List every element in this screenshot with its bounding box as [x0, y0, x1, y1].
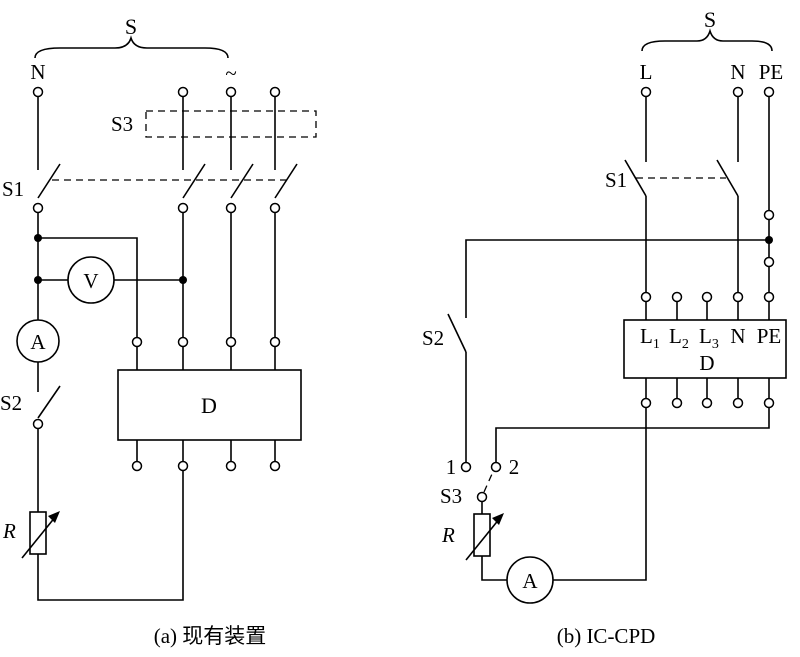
resistor-arrow-shaft [21, 515, 57, 559]
s3-label-b: S3 [440, 484, 462, 508]
s1-blade-n-b [716, 159, 739, 197]
panel-a: S N ~ S3 S1 V [0, 14, 317, 648]
device-a-bottom-terminal-4 [269, 460, 281, 472]
source-label-b: S [704, 7, 716, 32]
device-b-top-n [732, 291, 744, 303]
s2-blade-b [447, 313, 467, 353]
ammeter-label-b: A [522, 569, 538, 593]
pe-terminal-1 [763, 209, 775, 221]
terminal-l-top [640, 86, 652, 98]
caption-a: (a) 现有装置 [154, 624, 267, 648]
resistor-label-b: R [441, 523, 455, 547]
s3-contact-1 [460, 461, 472, 473]
pe-label: PE [759, 60, 784, 84]
resistor-label: R [2, 519, 16, 543]
wire-resistor-return [37, 471, 184, 601]
device-b-l3: L3 [699, 324, 719, 352]
n-label-b: N [730, 60, 745, 84]
s1-terminal-p1 [177, 202, 189, 214]
s2-label-b: S2 [422, 326, 444, 350]
neutral-label: N [30, 60, 45, 84]
resistor-arrow-head [48, 511, 60, 523]
device-a-label: D [201, 393, 217, 418]
device-a-bottom-terminal-3 [225, 460, 237, 472]
resistor-arrow-shaft-b [465, 517, 501, 561]
s3-selector-dashed [483, 473, 493, 493]
device-a-top-terminal-2 [177, 336, 189, 348]
source-label: S [125, 14, 137, 39]
s1-terminal-p3 [269, 202, 281, 214]
device-b-top-pe [763, 291, 775, 303]
device-b-bottom-pe [763, 397, 775, 409]
device-b-n: N [730, 324, 745, 348]
s1-terminal-p2 [225, 202, 237, 214]
wire-ammeter-to-l1 [553, 408, 647, 581]
device-b-top-l1 [640, 291, 652, 303]
device-b-l1: L1 [640, 324, 660, 352]
terminal-n-top-b [732, 86, 744, 98]
l-label: L [640, 60, 653, 84]
variable-resistor [29, 511, 47, 555]
device-a-top-terminal-3 [225, 336, 237, 348]
device-b-bottom-l1 [640, 397, 652, 409]
s1-terminal-n [32, 202, 44, 214]
panel-b: S L N PE S1 S2 1 [422, 7, 787, 648]
device-b-top-l3 [701, 291, 713, 303]
voltmeter-label: V [83, 269, 98, 293]
device-b-pe: PE [757, 324, 782, 348]
tilde-label: ~ [225, 61, 236, 85]
wire-resistor-to-ammeter [481, 556, 507, 581]
terminal-p2-top [225, 86, 237, 98]
s1-blade-p1 [182, 163, 206, 199]
device-b-name: D [699, 351, 714, 375]
s3-label: S3 [111, 112, 133, 136]
s1-blade-p3 [274, 163, 298, 199]
terminal-p3-top [269, 86, 281, 98]
s3-pos2-label: 2 [509, 455, 520, 479]
s1-blade-p2 [230, 163, 254, 199]
terminal-n-top [32, 86, 44, 98]
wire-n-to-device [38, 237, 138, 337]
s1-label: S1 [2, 177, 24, 201]
device-b-bottom-n [732, 397, 744, 409]
device-b-l2: L2 [669, 324, 689, 352]
device-a-top-terminal-4 [269, 336, 281, 348]
caption-b: (b) IC-CPD [557, 624, 656, 648]
source-brace [34, 35, 229, 59]
s3-pos1-label: 1 [446, 455, 457, 479]
wire-pe-to-s3-2 [495, 408, 770, 462]
s1-blade-l [624, 159, 647, 197]
s2-terminal [32, 418, 44, 430]
terminal-pe-top [763, 86, 775, 98]
device-a-box [117, 369, 302, 441]
device-b-bottom-l2 [671, 397, 683, 409]
terminal-p1-top [177, 86, 189, 98]
s2-label: S2 [0, 391, 22, 415]
ammeter-label: A [30, 330, 46, 354]
device-a-bottom-terminal-2 [177, 460, 189, 472]
device-a-bottom-terminal-1 [131, 460, 143, 472]
device-b-top-l2 [671, 291, 683, 303]
resistor-arrow-head-b [492, 513, 504, 525]
device-a-top-terminal-1 [131, 336, 143, 348]
variable-resistor-b [473, 513, 491, 557]
s3-common [476, 491, 488, 503]
wire-pe-to-s2 [465, 239, 769, 318]
s1-blade-n [37, 163, 61, 199]
pe-terminal-2 [763, 256, 775, 268]
s1-label-b: S1 [605, 168, 627, 192]
s3-contact-2 [490, 461, 502, 473]
source-brace-b [641, 28, 773, 52]
s2-blade [37, 385, 61, 419]
device-b-bottom-l3 [701, 397, 713, 409]
device-b-box [623, 319, 787, 379]
